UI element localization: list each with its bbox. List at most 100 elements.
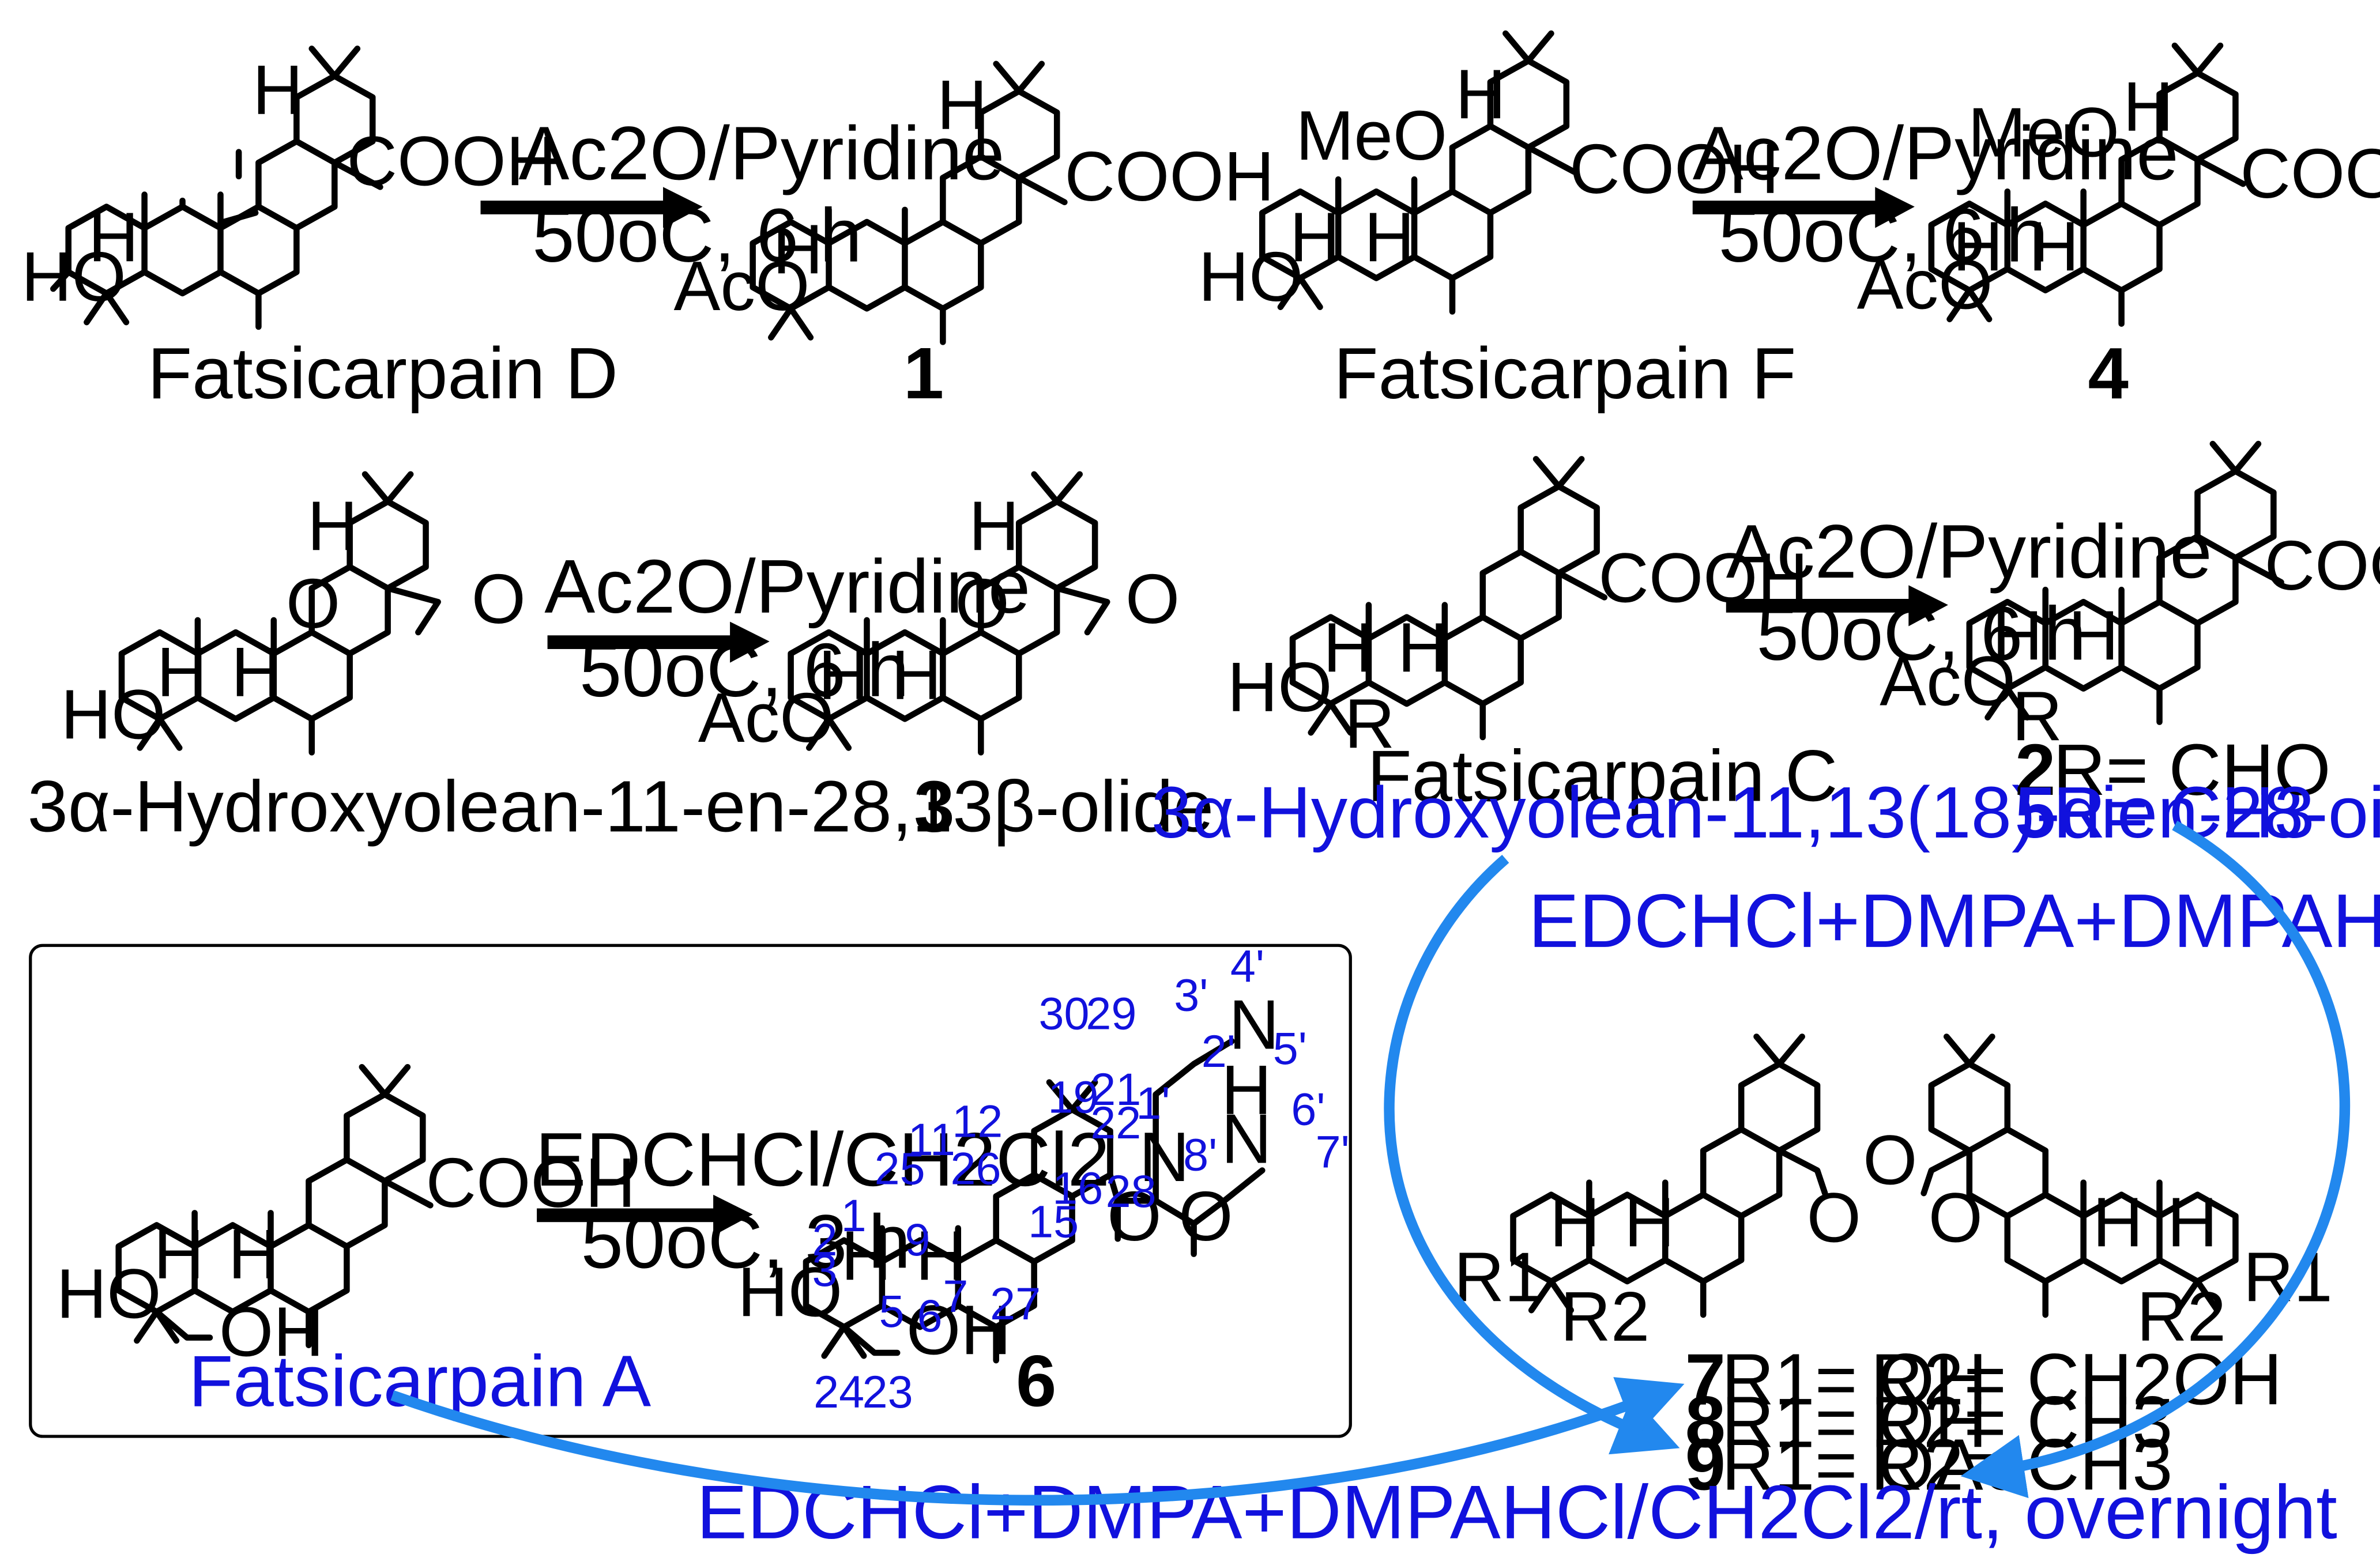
label-h-f1: H [1290, 198, 1340, 277]
label-ho-olide: HO [61, 676, 166, 754]
label-h-1b: H [937, 66, 988, 144]
label-h-c1: H [1323, 609, 1374, 687]
label-oh-a: OH [219, 1292, 324, 1371]
structure-compound-6 [806, 1038, 1266, 1360]
label-nh-h: H [1221, 1051, 1272, 1129]
compound-number-6: 6 [1016, 1340, 1056, 1421]
label-h-olide2: H [231, 633, 282, 711]
locant-19: 19 [1048, 1071, 1098, 1122]
label-r2-left: R2 [1560, 1277, 1650, 1356]
locant-30: 30 [1039, 987, 1090, 1039]
label-h-6b: H [916, 1216, 966, 1295]
label-o-anh-right: O [1929, 1179, 1983, 1257]
label-ho-6: HO [737, 1253, 842, 1331]
structure-compound-1 [753, 64, 1068, 342]
boxed-reaction-frame [29, 944, 1352, 1438]
structure-anhydride-left [1513, 1036, 1828, 1315]
locant-23: 23 [863, 1366, 913, 1417]
structure-anhydride-right [1920, 1036, 2236, 1315]
locant-2: 2 [812, 1214, 838, 1265]
label-meo-f: MeO [1296, 96, 1447, 175]
structure-compound-2-5 [1969, 444, 2284, 722]
label-n-6b: N [1229, 986, 1279, 1064]
curved-arrow-c-to-8 [1384, 854, 1680, 1455]
label-h-a2: H [228, 1215, 279, 1293]
compound-2-r: R= CHO [2053, 729, 2331, 810]
label-ho-a: HO [57, 1254, 161, 1333]
structure-fatsicarpain-a [119, 1067, 434, 1345]
condition-3-temp: 50oC, 6 h [579, 628, 909, 712]
label-o-6a: O [1107, 1177, 1161, 1255]
locant-22: 22 [1090, 1097, 1141, 1148]
locant-9: 9 [905, 1214, 930, 1265]
name-olide: 3α-Hydroxyolean-11-en-28,13β-olide [27, 765, 1214, 847]
locant-16: 16 [1052, 1163, 1103, 1214]
condition-1-reagent: Ac2O/Pyridine [518, 111, 1004, 195]
label-o-bridge: O [1863, 1121, 1917, 1199]
label-o-anh-left: O [1807, 1179, 1861, 1257]
structure-compound-4 [1931, 46, 2246, 324]
locant-11: 11 [908, 1114, 955, 1165]
compound-number-8: 8 [1685, 1381, 1726, 1463]
name-fatsicarpain-d: Fatsicarpain D [148, 332, 618, 414]
compound-8-r1: R1= OH [1722, 1381, 1987, 1463]
locant-5p: 5' [1273, 1023, 1307, 1074]
name-fatsicarpain-c: Fatsicarpain C [1367, 735, 1837, 817]
compound-number-9: 9 [1685, 1423, 1726, 1505]
locant-15: 15 [1028, 1196, 1079, 1247]
compound-5-label: 5 R= CH3 [2015, 771, 2315, 853]
reaction-arrow-5 [537, 1194, 753, 1236]
compound-number-4: 4 [2088, 332, 2129, 414]
locant-3: 3 [812, 1244, 838, 1296]
curved-arrow-a-to-7 [390, 1377, 1685, 1506]
locant-8p: 8' [1183, 1129, 1217, 1180]
label-h-anh4: H [2167, 1183, 2218, 1261]
locant-2p: 2' [1202, 1025, 1236, 1077]
label-o-3-ring: O [955, 564, 1009, 643]
label-h-c2: H [1398, 609, 1448, 687]
label-oh-6: OH [906, 1291, 1011, 1370]
label-cooh-d: COOH [347, 122, 556, 201]
compound-6-locants: 1 2 3 5 6 7 9 11 12 15 16 19 21 22 23 24… [812, 941, 1350, 1417]
label-h-4c: H [2123, 67, 2174, 146]
compound-7-label: 7 R1= OH R2= CH2OH [1685, 1338, 2283, 1420]
condition-2-reagent: Ac2O/Pyridine [1693, 111, 2179, 195]
label-h-3c: H [969, 487, 1019, 565]
condition-4-reagent: Ac2O/Pyridine [1726, 509, 2212, 594]
label-ho-d: HO [21, 237, 126, 316]
compound-2-label: 2 R= CHO [2015, 729, 2331, 810]
label-h-a1: H [153, 1215, 204, 1293]
label-r1-right: R1 [2243, 1238, 2333, 1316]
label-h-4a: H [1953, 207, 2004, 285]
compound-5-r: R= CH3 [2053, 771, 2315, 853]
compound-number-2: 2 [2015, 729, 2055, 810]
reaction-arrow-2 [1692, 187, 1915, 228]
label-r-c: R [1345, 684, 1395, 763]
label-h-1a: H [773, 210, 823, 289]
condition-1-temp: 50oC, 6 h [532, 193, 862, 278]
condition-5-reagent: EDCHCl/CH2Cl2 [535, 1117, 1110, 1202]
reaction-arrow-3 [547, 621, 770, 663]
locant-25: 25 [875, 1142, 925, 1194]
locant-28: 28 [1106, 1165, 1157, 1217]
locant-5: 5 [879, 1285, 905, 1337]
compound-number-5: 5 [2015, 771, 2055, 853]
structure-fatsicarpain-d [50, 48, 383, 327]
locant-27: 27 [990, 1278, 1041, 1329]
structure-fatsicarpain-f [1262, 33, 1577, 312]
locant-6: 6 [917, 1290, 943, 1341]
label-h-3a: H [818, 636, 869, 714]
compound-number-3: 3 [914, 765, 954, 847]
label-aco-3: AcO [698, 678, 834, 757]
name-fatsicarpain-f: Fatsicarpain F [1334, 332, 1796, 414]
label-h-4b: H [2029, 207, 2080, 285]
locant-7p: 7' [1316, 1126, 1350, 1177]
locant-26: 26 [951, 1142, 1001, 1194]
label-ho-c: HO [1227, 648, 1332, 726]
structure-compound-3 [791, 474, 1110, 753]
label-cooh-1: COOH [1064, 137, 1274, 216]
locant-6p: 6' [1291, 1083, 1325, 1134]
condition-anhydride-top: EDCHCl+DMPA+DMPAHCl/CH2Cl2/rt, overnight [1528, 878, 2380, 963]
label-aco-1: AcO [674, 247, 810, 325]
label-cooh-4: COOH [2240, 134, 2380, 213]
